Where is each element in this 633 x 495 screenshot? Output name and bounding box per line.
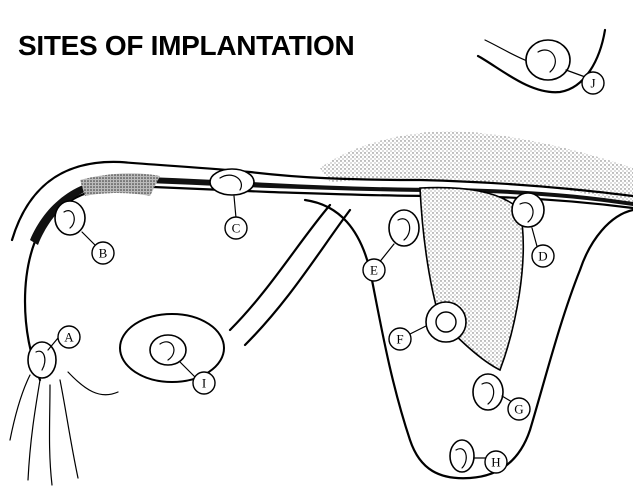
- svg-text:B: B: [99, 246, 108, 261]
- uterine-cavity: [420, 188, 523, 370]
- embryo-b: [55, 201, 85, 235]
- embryo-h: [450, 440, 474, 472]
- label-i: I: [193, 372, 215, 394]
- svg-text:F: F: [396, 332, 403, 347]
- label-g: G: [508, 398, 530, 420]
- label-d: D: [532, 245, 554, 267]
- svg-text:C: C: [232, 221, 241, 236]
- label-e: E: [363, 259, 385, 281]
- embryo-i: [150, 335, 186, 365]
- label-j: J: [582, 72, 604, 94]
- stipple-ampulla: [80, 173, 160, 196]
- embryo-c: [210, 169, 254, 195]
- label-h: H: [485, 451, 507, 473]
- label-a: A: [58, 326, 80, 348]
- embryo-e: [389, 210, 419, 246]
- svg-text:E: E: [370, 263, 378, 278]
- svg-text:A: A: [64, 330, 74, 345]
- svg-text:G: G: [514, 402, 523, 417]
- svg-text:I: I: [202, 376, 206, 391]
- label-f: F: [389, 328, 411, 350]
- fimbriae: [10, 372, 118, 485]
- label-c: C: [225, 217, 247, 239]
- svg-text:D: D: [538, 249, 547, 264]
- embryo-g: [473, 374, 503, 410]
- label-b: B: [92, 242, 114, 264]
- embryo-f: [426, 302, 466, 342]
- embryo-d: [512, 193, 544, 227]
- svg-text:H: H: [491, 455, 500, 470]
- ovarian-ligament-lower: [245, 210, 350, 345]
- embryo-a: [28, 342, 56, 378]
- svg-text:J: J: [590, 76, 595, 91]
